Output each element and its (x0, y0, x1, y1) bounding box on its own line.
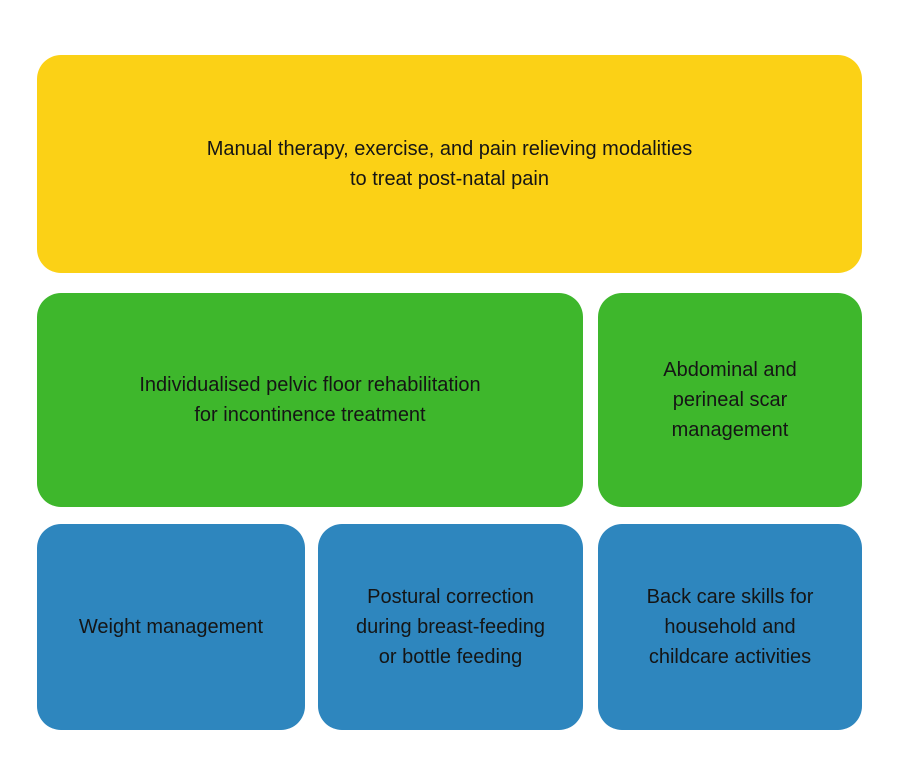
box-weight-management: Weight management (37, 524, 305, 730)
box-back-care-skills: Back care skills for household and child… (598, 524, 862, 730)
box-scar-management: Abdominal and perineal scar management (598, 293, 862, 507)
box-postnatal-pain-treatment: Manual therapy, exercise, and pain relie… (37, 55, 862, 273)
box-scar-management-label: Abdominal and perineal scar management (663, 359, 797, 441)
box-pelvic-floor-rehabilitation-label: Individualised pelvic floor rehabilitati… (139, 374, 481, 426)
box-postural-correction-label: Postural correction during breast-feedin… (355, 586, 545, 668)
box-postnatal-pain-treatment-label: Manual therapy, exercise, and pain relie… (206, 138, 693, 190)
box-weight-management-label: Weight management (78, 616, 264, 638)
box-pelvic-floor-rehabilitation: Individualised pelvic floor rehabilitati… (37, 293, 583, 507)
box-back-care-skills-label: Back care skills for household and child… (646, 586, 814, 668)
box-postural-correction: Postural correction during breast-feedin… (318, 524, 583, 730)
